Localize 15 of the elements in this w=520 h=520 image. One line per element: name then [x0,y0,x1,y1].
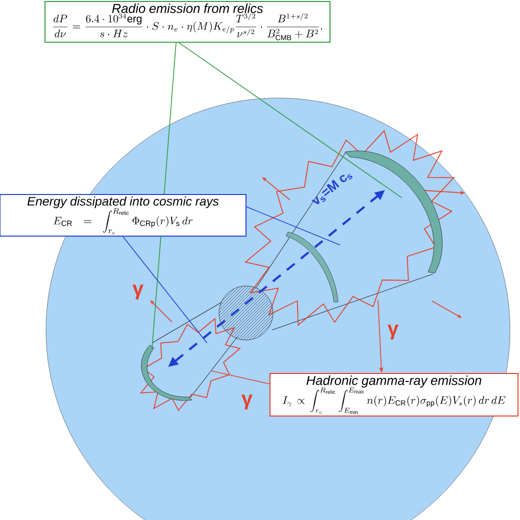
speed-label: v$_{s}$=M c$_{s}$ [312,174,352,204]
shock-outline [140,318,241,412]
leader-line [246,206,340,246]
leader-line [212,370,270,384]
equation-box: Radio emission from relics $\frac{dP}{d\nu}=\frac{6.4\cdot 10^{34}\mathrm{erg}}{s\cdot Hz}\cdot S\cdot n_e\cdot\eta(M)K_{e/p}\frac{T^{3/2}}{\nu^{s/2}}\cdot\frac{B^{1+s/2}}{B_{\mathrm{CMB}}^2+B^2}.$ [44,1,330,43]
gamma-symbol: γ [388,324,398,340]
relic-shell [141,344,192,401]
shock-outline [244,130,455,326]
gamma-symbol: γ [132,284,144,300]
leader-line [122,236,208,344]
gamma-symbol: γ [242,394,252,410]
leader-line [152,42,176,350]
leader-line [178,42,402,198]
equation-box: Hadronic gamma-ray emission $I_\gamma\propto\int_{r_c}^{R_{\mathrm{relic}}}\int_{E_{\min}}^{E_{\max}}n(r)E_{\mathrm{CR}}(r)\sigma_{\mathrm{pp}}(E)V_s(r)\,dr\,dE$ [270,373,518,417]
equation-box: Energy dissipated into cosmic rays $E_{\mathrm{CR}}=\int_{r_c}^{R_{\mathrm{relic}}}\Phi_{\mathrm{CRp}}(r)V_{\mathrm{s}}\,dr$ [0,194,246,237]
